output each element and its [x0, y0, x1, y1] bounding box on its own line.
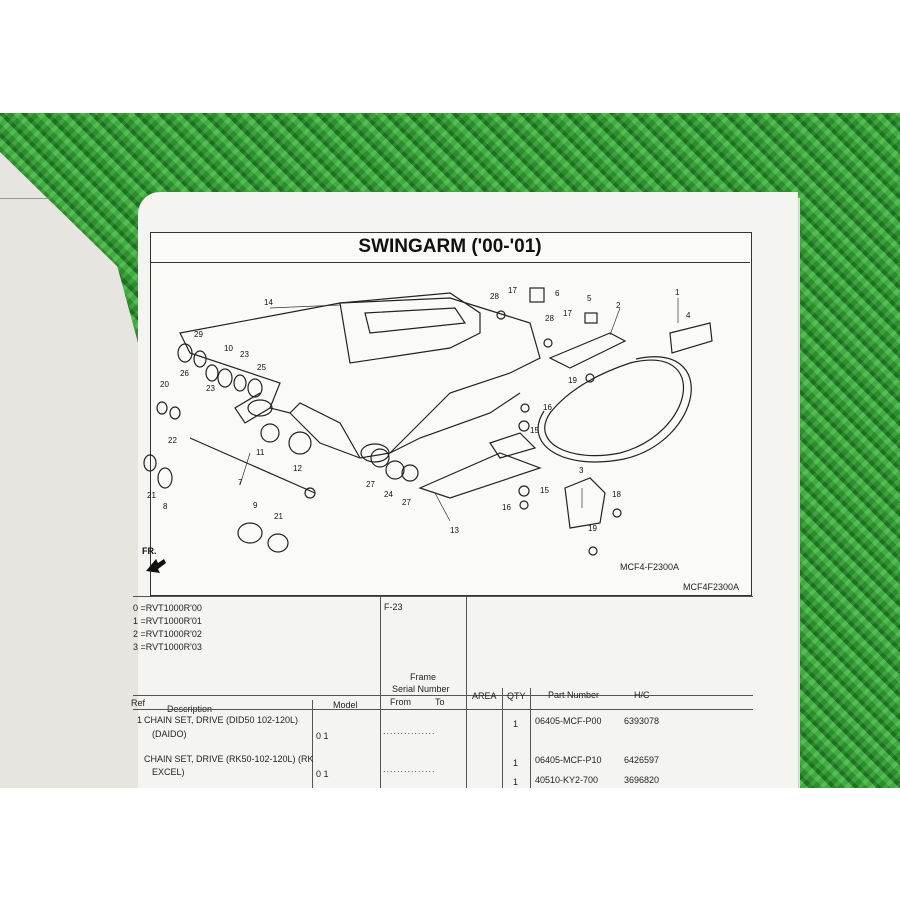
svg-text:18: 18 — [612, 490, 621, 499]
front-label: FR. — [142, 546, 157, 556]
svg-text:8: 8 — [163, 502, 168, 511]
svg-text:22: 22 — [168, 436, 177, 445]
row-qty: 1 — [513, 758, 519, 768]
row-ref: 1 — [137, 715, 143, 725]
row-hc: 6393078 — [624, 716, 660, 726]
front-arrow-icon — [146, 559, 166, 573]
model-list: 0 =RVT1000R'00 1 =RVT1000R'01 2 =RVT1000… — [133, 602, 202, 654]
svg-text:16: 16 — [543, 403, 552, 412]
swingarm-diagram: 14 1 4 2 5 6 17 28 28 17 19 16 15 3 15 1… — [143, 286, 713, 573]
row-description: CHAIN SET, DRIVE (DID50 102-120L) — [144, 715, 299, 725]
background-bottom — [0, 788, 900, 900]
figure-ref: F-23 — [384, 602, 403, 612]
model-item: 0 =RVT1000R'00 — [133, 603, 202, 613]
svg-text:24: 24 — [384, 490, 393, 499]
header-rule — [133, 695, 753, 696]
table-col-rule — [466, 596, 467, 788]
swingarm-drawing — [143, 287, 713, 556]
table-col-rule — [380, 596, 381, 788]
background-top — [0, 0, 900, 113]
svg-text:5: 5 — [587, 294, 592, 303]
page-title: SWINGARM ('00-'01) — [150, 232, 750, 263]
row-model: 0 1 — [316, 769, 329, 779]
row-part-number: 06405-MCF-P00 — [535, 716, 602, 726]
header-hc: H/C — [634, 690, 650, 700]
svg-text:25: 25 — [257, 363, 266, 372]
svg-text:11: 11 — [256, 448, 265, 457]
svg-text:6: 6 — [555, 289, 560, 298]
svg-text:13: 13 — [450, 526, 459, 535]
header-to: To — [435, 697, 445, 707]
svg-text:23: 23 — [240, 350, 249, 359]
svg-text:19: 19 — [568, 376, 577, 385]
svg-text:26: 26 — [180, 369, 189, 378]
svg-text:19: 19 — [588, 524, 597, 533]
svg-text:7: 7 — [238, 478, 243, 487]
model-item: 3 =RVT1000R'03 — [133, 642, 202, 652]
header-qty: QTY — [507, 691, 526, 701]
diagram-code: MCF4F2300A — [683, 582, 740, 592]
row-qty: 1 — [513, 719, 519, 729]
row-description-cont: EXCEL) — [152, 767, 185, 777]
header-model: Model — [333, 700, 358, 710]
svg-text:20: 20 — [160, 380, 169, 389]
row-description: CHAIN SET, DRIVE (RK50-102-120L) (RK — [144, 754, 314, 764]
table-col-rule — [502, 688, 503, 788]
header-frame: Frame — [410, 672, 437, 682]
row-model: 0 1 — [316, 731, 329, 741]
svg-text:1: 1 — [675, 288, 680, 297]
model-item: 1 =RVT1000R'01 — [133, 616, 202, 626]
header-part-number: Part Number — [548, 690, 600, 700]
diagram-code-inner: MCF4-F2300A — [620, 562, 680, 572]
header-bottom-rule — [133, 709, 753, 710]
row-description-cont: (DAIDO) — [152, 729, 187, 739]
header-area: AREA — [472, 691, 497, 701]
table-top-rule — [133, 596, 753, 597]
svg-text:21: 21 — [147, 491, 156, 500]
svg-text:10: 10 — [224, 344, 233, 353]
callout-numbers: 14 1 4 2 5 6 17 28 28 17 19 16 15 3 15 1… — [147, 286, 691, 535]
row-serial-dots: ............... — [383, 764, 436, 774]
row-qty: 1 — [513, 777, 519, 787]
svg-text:3: 3 — [579, 466, 584, 475]
svg-text:28: 28 — [490, 292, 499, 301]
header-ref: Ref — [131, 698, 146, 708]
svg-text:17: 17 — [508, 286, 517, 295]
row-hc: 3696820 — [624, 775, 660, 785]
svg-text:23: 23 — [206, 384, 215, 393]
svg-text:17: 17 — [563, 309, 572, 318]
svg-text:15: 15 — [530, 426, 539, 435]
svg-text:2: 2 — [616, 301, 621, 310]
svg-text:27: 27 — [366, 480, 375, 489]
svg-text:9: 9 — [253, 501, 258, 510]
header-from: From — [390, 697, 411, 707]
svg-text:12: 12 — [293, 464, 302, 473]
svg-text:16: 16 — [502, 503, 511, 512]
svg-text:15: 15 — [540, 486, 549, 495]
row-serial-dots: ............... — [383, 726, 436, 736]
diagram-frame — [150, 232, 752, 596]
row-part-number: 40510-KY2-700 — [535, 775, 599, 785]
svg-text:21: 21 — [274, 512, 283, 521]
table-col-rule — [312, 700, 313, 788]
model-item: 2 =RVT1000R'02 — [133, 629, 202, 639]
svg-text:27: 27 — [402, 498, 411, 507]
svg-text:14: 14 — [264, 298, 273, 307]
leader-lines — [239, 298, 679, 522]
row-hc: 6426597 — [624, 755, 660, 765]
row-part-number: 06405-MCF-P10 — [535, 755, 602, 765]
header-serial-number: Serial Number — [392, 684, 450, 694]
svg-text:28: 28 — [545, 314, 554, 323]
svg-text:29: 29 — [194, 330, 203, 339]
svg-text:4: 4 — [686, 311, 691, 320]
table-col-rule — [530, 688, 531, 788]
